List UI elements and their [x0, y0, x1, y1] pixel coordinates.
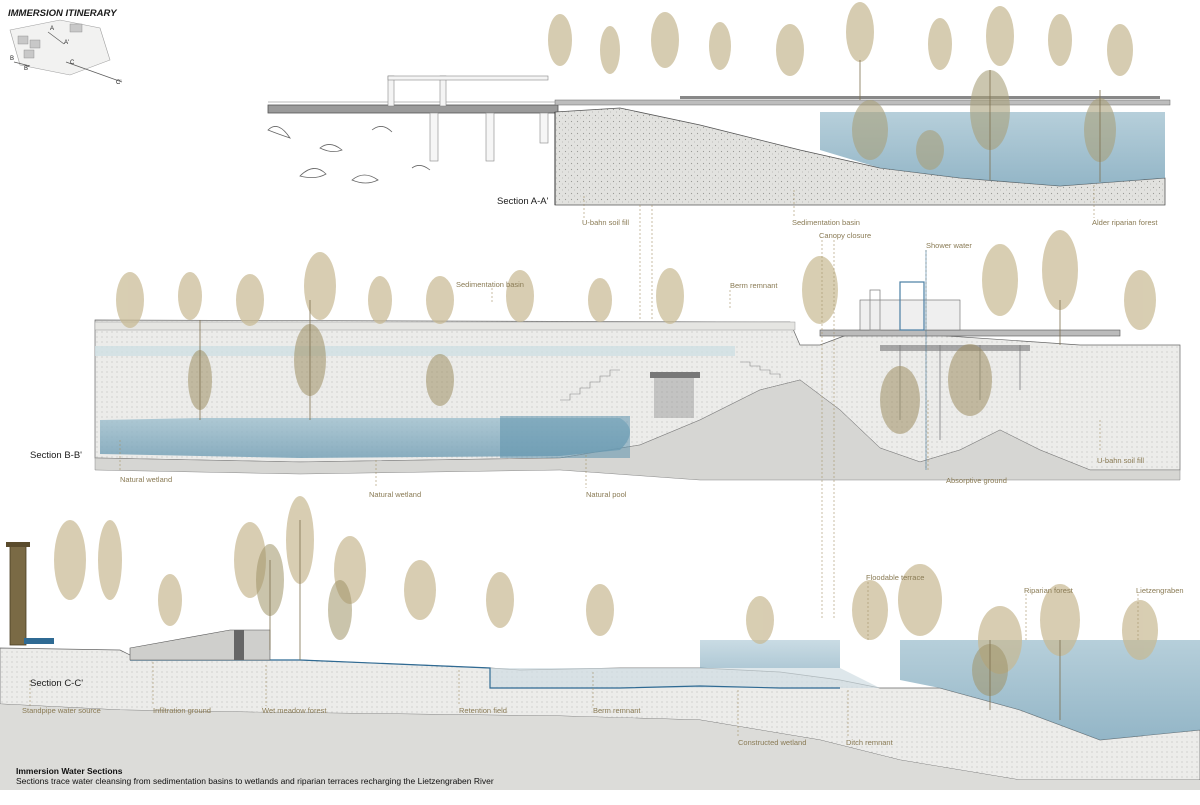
section-b-label: Canopy closure [819, 231, 872, 240]
caption-title: Immersion Water Sections [16, 766, 123, 776]
keymap-mark-c-prime: C' [116, 80, 122, 86]
keymap-mark-c: C [70, 60, 75, 66]
caption-text: Sections trace water cleansing from sedi… [16, 776, 494, 786]
keymap-mark-b: B [10, 56, 15, 62]
section-c-drawing [0, 496, 1200, 790]
section-a-label: U-bahn soil fill [582, 218, 630, 227]
section-c-label: Infiltration ground [153, 706, 211, 715]
page-title: IMMERSION ITINERARY [8, 8, 117, 19]
section-b-drawing [94, 230, 1181, 620]
keymap-mark-a-prime: A' [64, 40, 70, 46]
section-a-label: Alder riparian forest [1092, 218, 1158, 227]
section-b-label: Natural pool [586, 490, 627, 499]
keymap-mark-a: A [50, 26, 55, 32]
section-c-label: Constructed wetland [738, 738, 807, 747]
section-b-label: Berm remnant [730, 281, 778, 290]
keymap-mark-b-prime: B' [24, 66, 30, 72]
section-c-label: Wet meadow forest [262, 706, 327, 715]
section-b-label: U-bahn soil fill [1097, 456, 1145, 465]
section-c-label: Riparian forest [1024, 586, 1073, 595]
section-c-label: Berm remnant [593, 706, 641, 715]
section-b-label: Absorptive ground [946, 476, 1007, 485]
section-c-label: Lietzengraben [1136, 586, 1184, 595]
section-c-title: Section C-C' [30, 678, 84, 689]
key-map [9, 19, 123, 83]
section-a-drawing [267, 2, 1171, 320]
section-b-label: Natural wetland [120, 475, 173, 484]
section-b-label: Shower water [926, 241, 972, 250]
section-a-label: Sedimentation basin [792, 218, 860, 227]
section-b-title: Section B-B' [30, 450, 82, 461]
section-c-label: Retention field [459, 706, 507, 715]
section-b-label: Natural wetland [369, 490, 422, 499]
section-a-title: Section A-A' [497, 196, 549, 207]
section-c-label: Ditch remnant [846, 738, 893, 747]
section-c-label: Floodable terrace [866, 573, 925, 582]
section-c-label: Standpipe water source [22, 706, 101, 715]
section-b-label: Sedimentation basin [456, 280, 524, 289]
